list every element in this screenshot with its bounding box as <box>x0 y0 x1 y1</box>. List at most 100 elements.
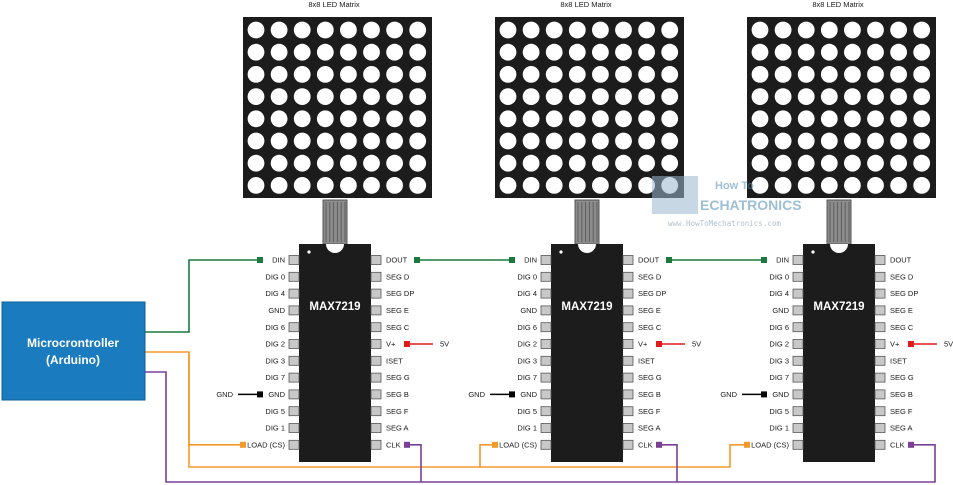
led-dot <box>522 43 540 61</box>
led-dot <box>293 88 311 105</box>
matrix-connector <box>574 199 600 245</box>
led-dot <box>797 43 815 61</box>
left-pin <box>792 339 804 349</box>
led-dot <box>774 110 792 128</box>
watermark-m-icon <box>652 176 698 214</box>
gnd-terminal <box>509 391 515 398</box>
led-dot <box>247 88 265 105</box>
led-dot <box>522 21 540 39</box>
led-dot <box>913 43 931 61</box>
led-dot <box>340 110 357 128</box>
pin1-dot <box>307 250 311 254</box>
left-pin-label: DIG 0 <box>265 272 285 281</box>
led-dot <box>890 66 907 83</box>
left-pin-label: GND <box>268 306 285 315</box>
left-pin <box>792 305 804 316</box>
clk-branch-wire <box>410 444 422 482</box>
led-dot <box>545 21 563 39</box>
right-pin <box>622 322 634 333</box>
left-pin <box>540 339 552 349</box>
right-pin <box>370 439 382 450</box>
left-pin <box>792 389 804 400</box>
led-dot <box>797 21 815 39</box>
right-pin <box>370 423 382 433</box>
led-dot <box>386 177 403 194</box>
led-dot <box>568 110 586 128</box>
watermark-url: www.HowToMechatronics.com <box>668 219 781 228</box>
led-dot <box>913 154 931 172</box>
ground-label: GND <box>216 390 233 399</box>
left-pin-label: DIG 4 <box>265 289 285 298</box>
right-pin-label: SEG G <box>386 373 410 382</box>
led-dot <box>363 88 380 105</box>
left-pin-label: DIG 2 <box>517 340 537 349</box>
right-pin <box>874 372 886 383</box>
right-pin-label: SEG D <box>890 272 914 281</box>
led-dot <box>638 132 655 150</box>
led-dot <box>316 66 334 83</box>
led-dot <box>751 66 769 83</box>
left-pin-label: GND <box>772 390 789 399</box>
left-pin-label: DIG 3 <box>769 356 789 365</box>
led-dot <box>270 88 288 105</box>
led-dot <box>247 43 265 61</box>
left-pin-label: DIG 1 <box>517 424 537 433</box>
left-pin-label: GND <box>772 306 789 315</box>
led-dot <box>751 132 769 150</box>
right-pin <box>622 305 634 316</box>
load-terminal <box>240 441 246 448</box>
led-dot <box>844 88 861 105</box>
led-dot <box>386 43 403 61</box>
led-dot <box>316 177 334 194</box>
led-dot <box>913 88 931 105</box>
right-pin <box>874 255 886 265</box>
led-dot <box>316 21 334 39</box>
led-dot <box>316 132 334 150</box>
left-pin-label: DIG 6 <box>769 323 789 332</box>
right-pin-label: SEG D <box>386 272 410 281</box>
led-dot <box>615 177 632 194</box>
led-dot <box>293 154 311 172</box>
led-dot <box>867 177 884 194</box>
right-pin <box>370 355 382 366</box>
led-dot <box>913 66 931 83</box>
led-dot <box>751 177 769 194</box>
left-pin-label: DIN <box>272 256 285 265</box>
led-dot <box>751 110 769 128</box>
led-matrix <box>495 17 684 198</box>
led-dot <box>844 154 861 172</box>
led-dot <box>615 88 632 105</box>
led-dot <box>913 177 931 194</box>
led-dot <box>293 132 311 150</box>
vplus-terminal <box>404 341 410 347</box>
led-dot <box>499 66 517 83</box>
led-dot <box>820 66 838 83</box>
led-dot <box>340 132 357 150</box>
led-dot <box>890 43 907 61</box>
right-pin <box>874 423 886 433</box>
led-dot <box>340 88 357 105</box>
led-dot <box>409 43 427 61</box>
left-pin <box>288 439 300 450</box>
led-dot <box>247 21 265 39</box>
led-dot <box>386 21 403 39</box>
right-pin-label: V+ <box>386 340 396 349</box>
right-pin-label: SEG C <box>386 323 410 332</box>
right-pin <box>622 355 634 366</box>
right-pin <box>622 339 634 349</box>
led-dot <box>316 110 334 128</box>
chip-notch <box>578 244 596 253</box>
left-pin <box>288 372 300 383</box>
led-dot <box>592 154 609 172</box>
led-dot <box>661 110 679 128</box>
right-pin <box>622 406 634 417</box>
led-dot <box>247 66 265 83</box>
right-pin-label: CLK <box>638 440 653 449</box>
led-dot <box>751 21 769 39</box>
led-dot <box>568 66 586 83</box>
led-dot <box>545 88 563 105</box>
led-dot <box>409 110 427 128</box>
right-pin <box>622 255 634 265</box>
